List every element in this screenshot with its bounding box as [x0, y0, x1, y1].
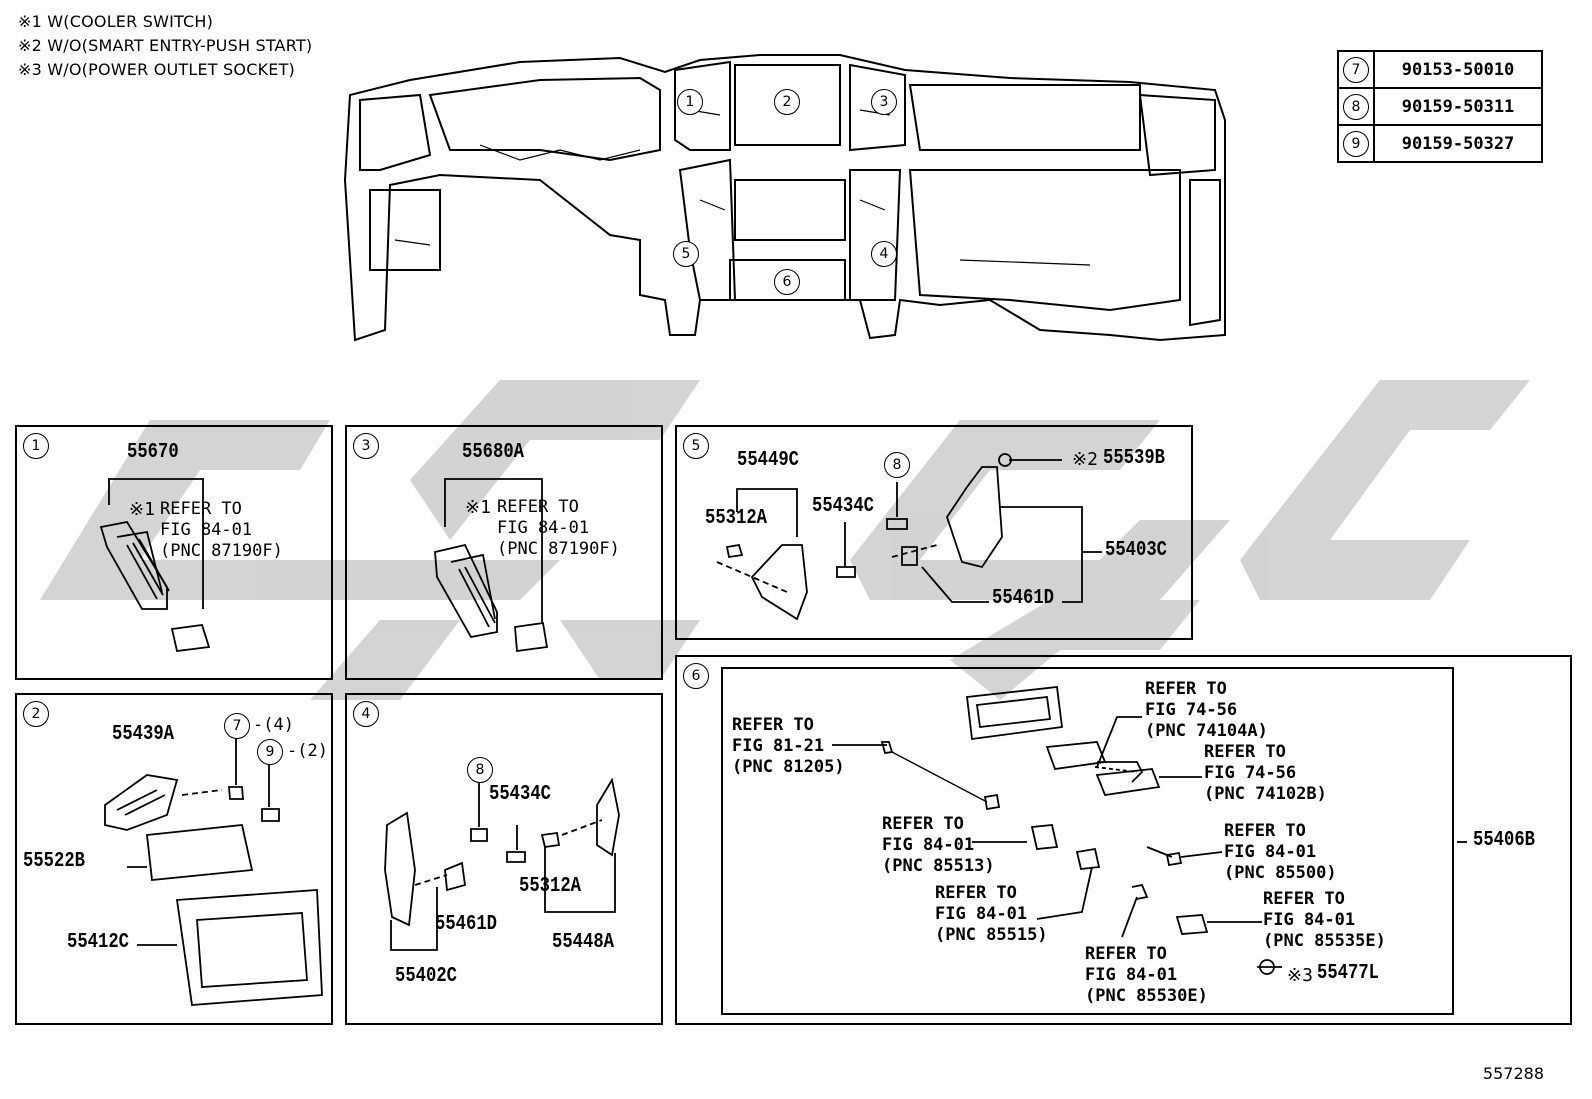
panel-6: 6 55406B REFER TO FIG 74-56 (PNC 74104A)… [675, 655, 1572, 1025]
part-label: 55312A [705, 507, 768, 530]
part-code: 90153-50010 [1373, 50, 1543, 89]
part-label: 55522B [23, 850, 86, 873]
panel-1: 1 55670 ※1 REFER TO FIG 84-01 (PNC 87190… [15, 425, 333, 680]
quantity-label: -(4) [253, 715, 294, 735]
overview-callout-3: 3 [871, 89, 897, 115]
part-reference-table: 7 90153-50010 8 90159-50311 9 90159-5032… [1337, 50, 1543, 163]
callout-8: 8 [884, 452, 910, 478]
assembly-group-box [721, 667, 1454, 1015]
panel-number: 6 [683, 663, 709, 689]
refer-text: REFER TO FIG 84-01 (PNC 87190F) [160, 499, 283, 561]
callout-9: 9 [257, 739, 283, 765]
panel-number: 1 [23, 433, 49, 459]
panel-number: 3 [353, 433, 379, 459]
overview-callout-1: 1 [677, 89, 703, 115]
figure-code: 557288 [1482, 1064, 1544, 1083]
refer-text: REFER TO FIG 84-01 (PNC 85500) [1224, 821, 1337, 883]
part-label: 55434C [812, 495, 875, 518]
part-label: 55680A [462, 441, 525, 464]
refer-text: REFER TO FIG 81-21 (PNC 81205) [732, 715, 845, 777]
part-code: 90159-50327 [1373, 124, 1543, 163]
note-mark: ※3 [1287, 965, 1313, 986]
part-label: 55406B [1473, 829, 1536, 852]
note-mark: ※1 [129, 499, 155, 520]
refer-text: REFER TO FIG 84-01 (PNC 85535E) [1263, 889, 1386, 951]
callout-7: 7 [1343, 56, 1369, 83]
panel-5: 5 55449C 55312A 55434C 8 ※2 55539B 55403… [675, 425, 1193, 640]
refer-text: REFER TO FIG 84-01 (PNC 85530E) [1085, 944, 1208, 1006]
refer-text: REFER TO FIG 84-01 (PNC 87190F) [497, 497, 620, 559]
part-label: 55402C [395, 965, 458, 988]
overview-callout-2: 2 [774, 89, 800, 115]
note-2: ※2 W/O(SMART ENTRY-PUSH START) [18, 36, 313, 55]
part-label: 55461D [435, 913, 498, 936]
panel-number: 4 [353, 701, 379, 727]
panel-drawing [384, 777, 620, 951]
callout-7: 7 [224, 713, 250, 739]
overview-callout-6: 6 [774, 269, 800, 295]
panel-2: 2 55439A 7 -(4) 9 -(2) 55522B 55412C [15, 693, 333, 1025]
panel-drawing [104, 739, 323, 1006]
part-label: 55448A [552, 931, 615, 954]
part-code: 90159-50311 [1373, 87, 1543, 126]
note-mark: ※1 [465, 497, 491, 518]
panel-3: 3 55680A ※1 REFER TO FIG 84-01 (PNC 8719… [345, 425, 663, 680]
vent-drawing [434, 478, 549, 653]
refer-text: REFER TO FIG 74-56 (PNC 74102B) [1204, 742, 1327, 804]
part-label: 55434C [489, 783, 552, 806]
panel-number: 2 [23, 701, 49, 727]
part-label: 55670 [127, 441, 179, 464]
refer-text: REFER TO FIG 74-56 (PNC 74104A) [1145, 679, 1268, 741]
part-label: 55461D [992, 587, 1055, 610]
table-row: 8 90159-50311 [1337, 87, 1543, 126]
vent-drawing [99, 478, 211, 652]
callout-8: 8 [467, 757, 493, 783]
note-3: ※3 W/O(POWER OUTLET SOCKET) [18, 60, 295, 79]
note-mark: ※2 [1072, 449, 1098, 470]
table-row: 9 90159-50327 [1337, 124, 1543, 163]
panel-4: 4 8 55434C 55312A 55461D 55448A 55402C [345, 693, 663, 1025]
callout-8: 8 [1343, 93, 1369, 120]
panel-number: 5 [683, 433, 709, 459]
panel-drawing [832, 686, 1467, 975]
part-label: 55412C [67, 931, 130, 954]
note-1: ※1 W(COOLER SWITCH) [18, 12, 214, 31]
refer-text: REFER TO FIG 84-01 (PNC 85515) [935, 883, 1048, 945]
quantity-label: -(2) [287, 741, 328, 761]
part-label: 55539B [1103, 447, 1166, 470]
table-row: 7 90153-50010 [1337, 50, 1543, 89]
part-label: 55439A [112, 723, 175, 746]
callout-9: 9 [1343, 130, 1369, 157]
overview-callout-4: 4 [871, 241, 897, 267]
overview-callout-5: 5 [673, 241, 699, 267]
part-label: 55477L [1317, 962, 1380, 985]
refer-text: REFER TO FIG 84-01 (PNC 85513) [882, 814, 995, 876]
part-label: 55449C [737, 449, 800, 472]
panel-drawing [716, 453, 1102, 621]
part-label: 55403C [1105, 539, 1168, 562]
part-label: 55312A [519, 875, 582, 898]
